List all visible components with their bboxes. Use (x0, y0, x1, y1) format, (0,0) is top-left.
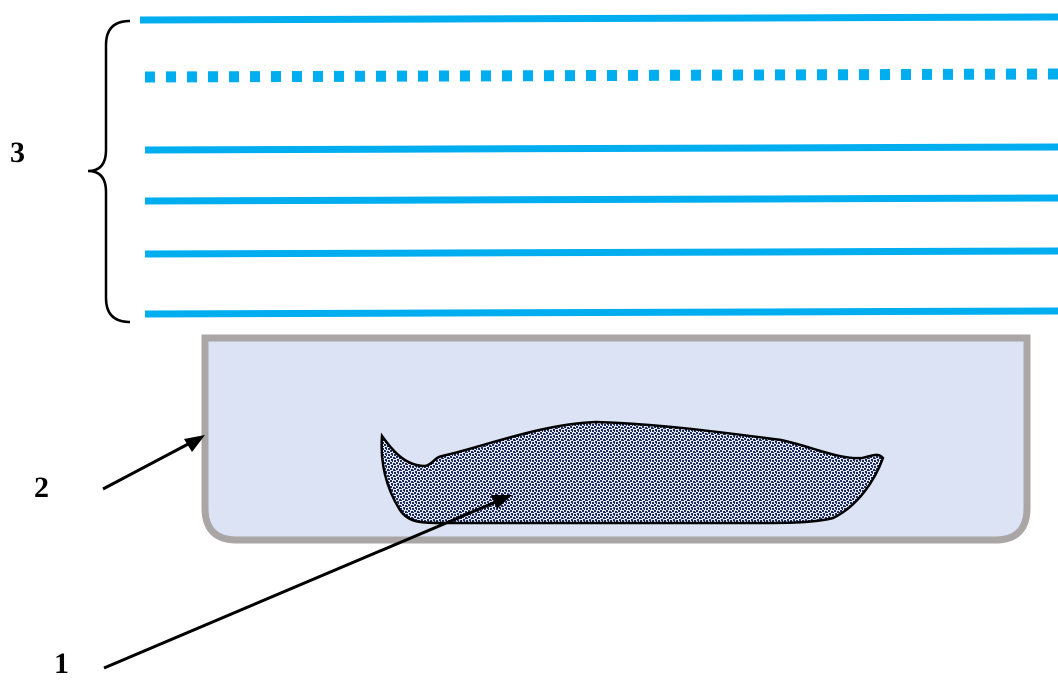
label-2: 2 (34, 471, 49, 504)
light-line-2 (144, 143, 1058, 154)
light-lines-group (139, 13, 1058, 318)
light-line-5 (144, 307, 1058, 318)
light-line-3 (144, 194, 1058, 205)
arrow-to-specimen (103, 495, 512, 670)
label-1: 1 (54, 647, 69, 680)
light-line-dotted (144, 68, 1058, 83)
arrow-to-dish (102, 435, 205, 491)
light-line-4 (144, 247, 1058, 258)
light-line-1 (139, 13, 1058, 24)
brace (87, 19, 131, 324)
label-3: 3 (10, 136, 25, 169)
